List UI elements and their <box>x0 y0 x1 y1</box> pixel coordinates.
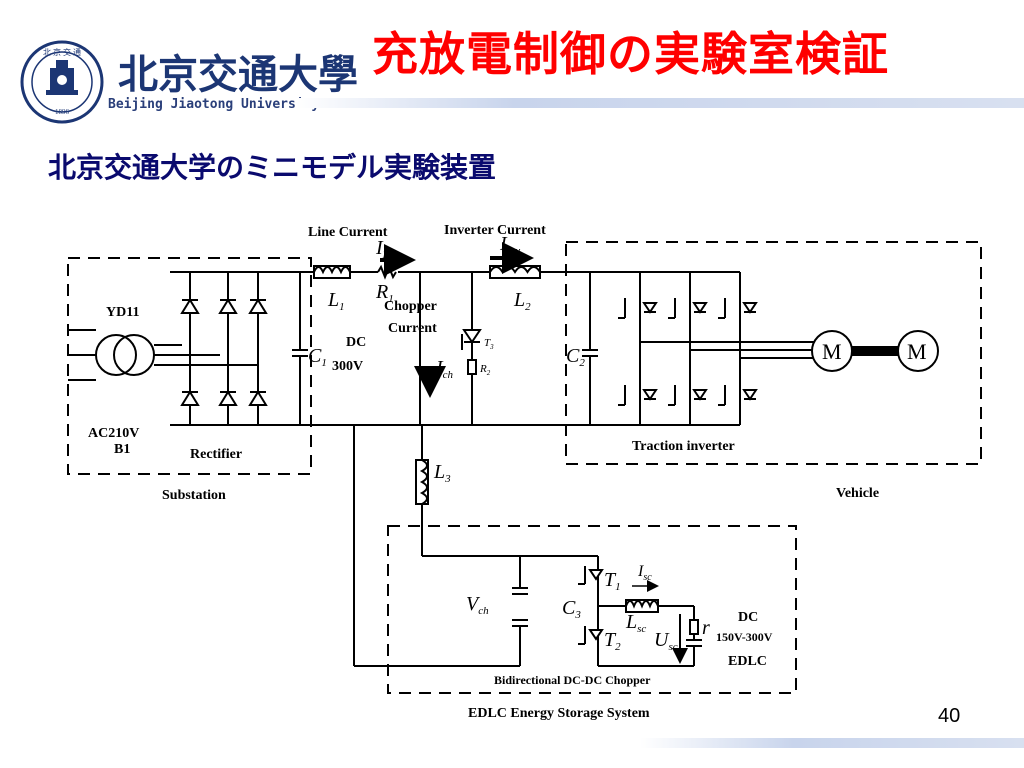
sym-c1: C <box>308 345 322 367</box>
sym-c3: C <box>562 597 576 619</box>
label-line-current: Line Current <box>308 225 388 240</box>
motor-2-label: M <box>907 339 927 364</box>
sym-l1: L <box>327 289 339 311</box>
label-dc2: DC <box>738 610 758 625</box>
top-accent-bar <box>296 98 1024 108</box>
svg-text:T3: T3 <box>484 337 494 351</box>
traction-inverter <box>618 272 814 425</box>
label-rectifier: Rectifier <box>190 447 242 462</box>
label-300v: 300V <box>332 359 363 374</box>
page-number: 40 <box>938 705 961 727</box>
inductor-l3 <box>415 459 598 557</box>
svg-text:L2: L2 <box>513 289 531 313</box>
sym-r1: R <box>375 281 388 303</box>
dc-bus <box>292 264 740 667</box>
svg-text:Isc: Isc <box>637 563 652 583</box>
edlc-chopper <box>512 556 702 667</box>
svg-text:Lsc: Lsc <box>625 611 646 635</box>
label-vehicle: Vehicle <box>836 486 879 501</box>
edlc-system-box <box>387 525 797 694</box>
substation-box <box>67 257 312 475</box>
svg-text:Vch: Vch <box>466 593 489 617</box>
motors <box>811 330 939 372</box>
label-traction-inverter: Traction inverter <box>632 439 735 454</box>
bottom-accent-bar <box>640 738 1024 748</box>
label-dc: DC <box>346 335 366 350</box>
page-title: 充放電制御の実験室検証 <box>372 27 889 81</box>
rectifier-bridge <box>170 271 300 426</box>
sym-lsc: L <box>625 611 637 633</box>
svg-text:R1: R1 <box>375 281 394 305</box>
svg-text:C2: C2 <box>566 345 585 369</box>
svg-text:L3: L3 <box>433 461 451 485</box>
sym-c2: C <box>566 345 580 367</box>
label-b1: B1 <box>114 442 130 457</box>
svg-text:R2: R2 <box>479 363 491 377</box>
svg-text:1896: 1896 <box>55 108 70 116</box>
logo-name-cn: 北京交通大學 <box>118 51 358 98</box>
current-arrows <box>380 242 534 398</box>
svg-text:T2: T2 <box>604 629 621 653</box>
svg-text:IL: IL <box>375 237 389 261</box>
sym-isc: I <box>637 563 644 580</box>
sym-usc: U <box>654 629 670 651</box>
label-edlc-system: EDLC Energy Storage System <box>468 706 650 721</box>
motor-1-label: M <box>822 339 842 364</box>
logo-name-en: Beijing Jiaotong University <box>108 97 320 112</box>
label-chopper-current-1: Chopper <box>384 299 437 314</box>
svg-text:T1: T1 <box>604 569 621 593</box>
label-edlc: EDLC <box>728 654 767 669</box>
svg-text:Ich: Ich <box>435 357 454 381</box>
label-substation: Substation <box>162 488 226 503</box>
sym-t2: T <box>604 629 617 651</box>
sym-t3: T <box>484 337 491 349</box>
sym-ich: I <box>435 357 444 379</box>
svg-text:C1: C1 <box>308 345 327 369</box>
transformer-yd11 <box>68 329 258 381</box>
label-ac210v: AC210V <box>88 426 139 441</box>
sym-iinv: I <box>499 233 508 255</box>
svg-text:Iinv: Iinv <box>499 233 520 257</box>
svg-text:Usc: Usc <box>654 629 678 653</box>
label-inverter-current: Inverter Current <box>444 223 546 238</box>
vehicle-box <box>565 241 982 465</box>
page-subtitle: 北京交通大学のミニモデル実験装置 <box>48 151 497 184</box>
label-yd11: YD11 <box>106 305 139 320</box>
svg-text:北 京 交 通: 北 京 交 通 <box>43 47 81 57</box>
university-seal-icon: 北 京 交 通 1896 <box>20 40 104 124</box>
sym-r: r <box>702 617 710 639</box>
sym-vch: V <box>466 593 481 615</box>
svg-text:L1: L1 <box>327 289 345 313</box>
sym-l2: L <box>513 289 525 311</box>
sym-il: I <box>375 237 384 259</box>
sym-t1: T <box>604 569 617 591</box>
sym-l3: L <box>433 461 445 483</box>
label-150-300v: 150V-300V <box>716 630 773 644</box>
sym-r2: R <box>479 363 487 375</box>
label-bidirectional: Bidirectional DC-DC Chopper <box>494 673 651 687</box>
label-chopper-current-2: Current <box>388 321 437 336</box>
svg-text:C3: C3 <box>562 597 581 621</box>
